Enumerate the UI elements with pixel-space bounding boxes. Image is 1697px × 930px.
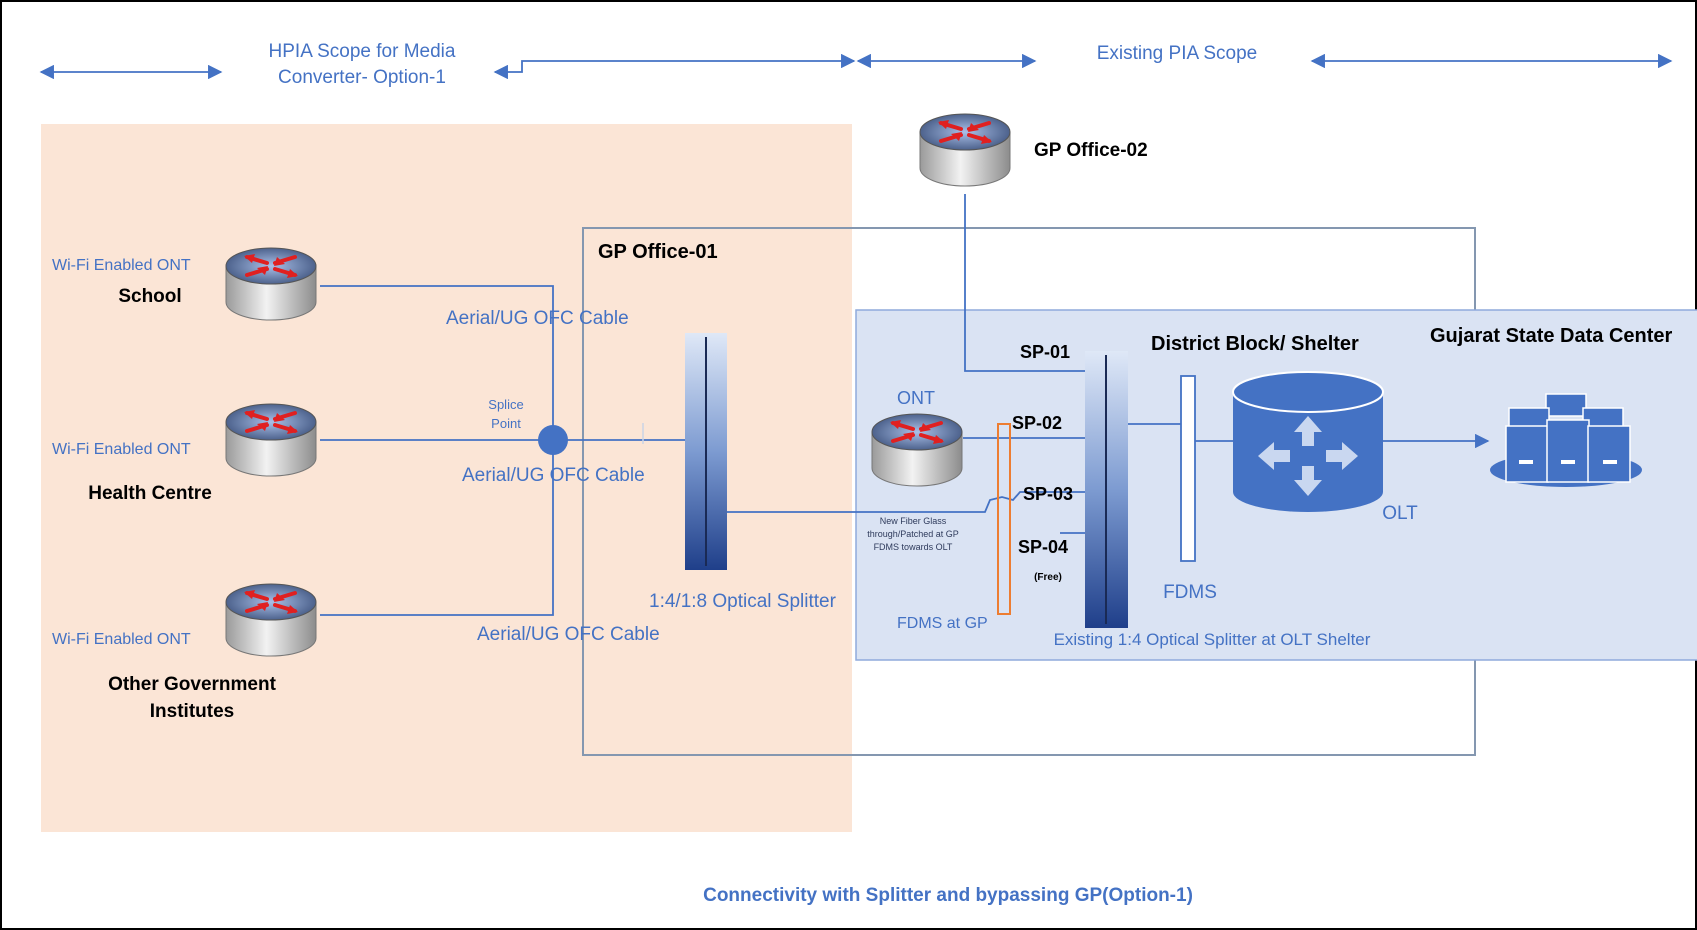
hpia-scope-arrow-right — [493, 53, 856, 80]
port-sp02: SP-02 — [1012, 413, 1062, 433]
scope-arrows — [39, 53, 1673, 80]
school-ont-label: Wi-Fi Enabled ONT — [52, 257, 191, 274]
district-block-label: District Block/ Shelter — [1151, 333, 1359, 355]
school-ont-icon — [224, 246, 318, 322]
splitter-to-sp03-cable — [727, 491, 1085, 513]
gp-ont-label: ONT — [897, 388, 935, 408]
ofc-cables — [320, 194, 1490, 616]
other-institutes-label-1: Other Government — [108, 674, 277, 695]
fiber-note-3: FDMS towards OLT — [874, 542, 953, 552]
fdms-gp-box — [997, 423, 1011, 615]
data-center-label: Gujarat State Data Center — [1430, 325, 1673, 347]
fdms-label: FDMS — [1163, 582, 1217, 603]
fdms-gp-label: FDMS at GP — [897, 615, 988, 632]
gp-ont-router-icon — [870, 412, 964, 488]
diagram-title: Connectivity with Splitter and bypassing… — [703, 885, 1193, 906]
splice-label-2: Point — [491, 416, 521, 431]
port-sp04-free: (Free) — [1034, 572, 1062, 583]
health-ont-label: Wi-Fi Enabled ONT — [52, 441, 191, 458]
olt-icon — [1232, 371, 1384, 512]
hpia-scope-label-1: HPIA Scope for Media — [269, 41, 456, 62]
data-center-servers-icon — [1490, 393, 1642, 487]
hpia-scope-area — [41, 124, 852, 832]
health-centre-ont-icon — [224, 402, 318, 478]
port-sp04: SP-04 — [1018, 537, 1068, 557]
gp-office-02-router-icon — [918, 112, 1012, 188]
hpia-scope-label-2: Converter- Option-1 — [278, 67, 446, 88]
gp02-to-sp01-cable — [964, 194, 1085, 372]
school-label: School — [118, 286, 181, 307]
other-institutes-ont-icon — [224, 582, 318, 658]
gp-splitter-label: 1:4/1:8 Optical Splitter — [649, 591, 837, 612]
splice-label-1: Splice — [488, 397, 523, 412]
cable-label-1: Aerial/UG OFC Cable — [446, 308, 629, 329]
cable-label-2: Aerial/UG OFC Cable — [462, 465, 645, 486]
cable-label-3: Aerial/UG OFC Cable — [477, 624, 660, 645]
port-sp01: SP-01 — [1020, 342, 1070, 362]
other-institutes-label-2: Institutes — [150, 701, 234, 722]
port-sp03: SP-03 — [1023, 484, 1073, 504]
fiber-note-2: through/Patched at GP — [867, 529, 959, 539]
splice-point — [538, 425, 568, 455]
fdms-box — [1180, 375, 1196, 562]
pia-scope-label: Existing PIA Scope — [1097, 43, 1258, 64]
health-centre-label: Health Centre — [88, 483, 212, 504]
existing-splitter-label: Existing 1:4 Optical Splitter at OLT She… — [1054, 630, 1371, 649]
gp-office-01-label: GP Office-01 — [598, 241, 718, 263]
other-ont-label: Wi-Fi Enabled ONT — [52, 631, 191, 648]
fiber-note-1: New Fiber Glass — [880, 516, 947, 526]
olt-label: OLT — [1382, 503, 1418, 524]
gp-office-02-label: GP Office-02 — [1034, 140, 1148, 161]
